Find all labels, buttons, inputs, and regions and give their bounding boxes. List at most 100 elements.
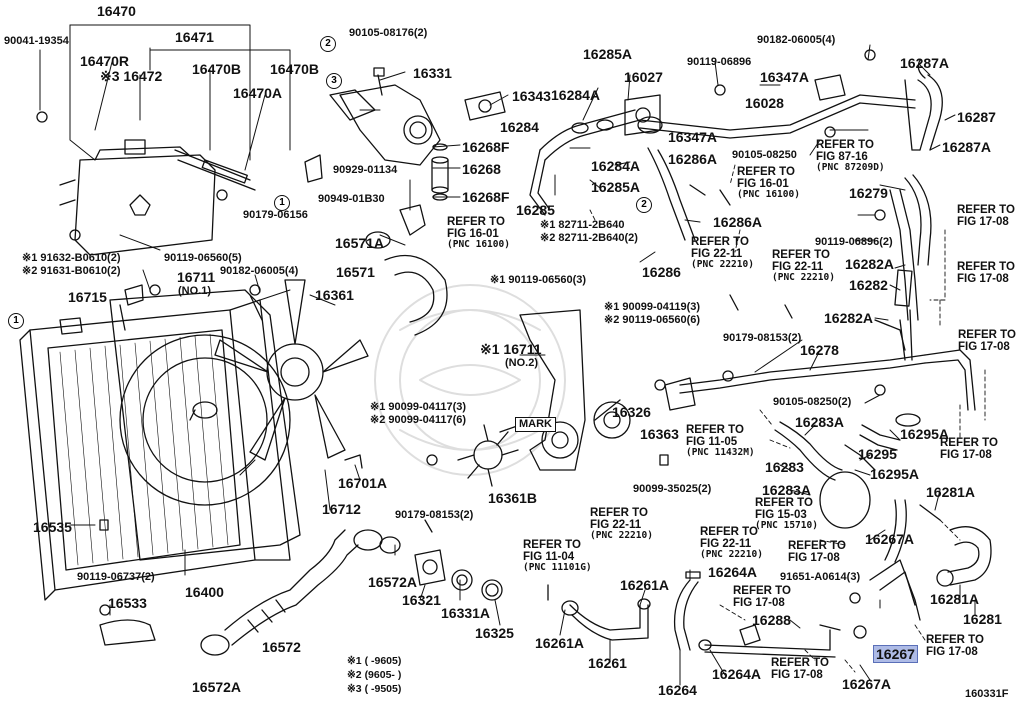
part-91631-b0610: ※2 91631-B0610(2): [22, 265, 121, 277]
part-90179-06156: 90179-06156: [243, 209, 308, 221]
ref-line1: REFER TO: [771, 657, 829, 669]
part-16284: 16284: [500, 119, 539, 135]
ref-line1: REFER TO: [940, 437, 998, 449]
part-16264A-a: 16264A: [708, 564, 758, 580]
hose-16572-drawing: [200, 529, 401, 656]
part-16287: 16287: [957, 109, 996, 125]
ref-line1: REFER TO: [957, 204, 1015, 216]
pipe-16028-drawing: [639, 74, 921, 151]
part-16281A-b: 16281A: [930, 591, 980, 607]
ref-pnc: (PNC 22210): [772, 272, 835, 283]
part-16027: 16027: [624, 69, 663, 85]
part-16287A-a: 16287A: [900, 55, 950, 71]
legend-key: ※2: [347, 669, 362, 681]
part-16261A-a: 16261A: [620, 577, 670, 593]
ref-line2: FIG 17-08: [940, 448, 992, 461]
ref-line1: REFER TO: [737, 166, 795, 178]
part-16295A-b: 16295A: [870, 466, 920, 482]
part-90119-06896-2: 90119-06896(2): [815, 236, 893, 248]
ref-fig-16-01-b: REFER TO FIG 16-01 (PNC 16100): [737, 166, 800, 200]
part-16285A-b: 16285A: [591, 179, 641, 195]
part-16343: 16343: [512, 88, 551, 104]
ref-line2: FIG 15-03: [755, 508, 807, 521]
part-16283: 16283: [765, 459, 804, 475]
water-inlet-16321-drawing: [414, 519, 503, 601]
ref-line1: REFER TO: [691, 236, 749, 248]
part-16711-no1-sub: (NO.1): [178, 285, 211, 297]
ref-line2: FIG 22-11: [772, 260, 824, 273]
legend-note-3: ※3 ( -9505): [347, 684, 401, 695]
part-16572: 16572: [262, 639, 301, 655]
part-16701A: 16701A: [338, 475, 388, 491]
ref-line1: REFER TO: [447, 216, 505, 228]
ref-line2: FIG 17-08: [957, 215, 1009, 228]
part-16331: 16331: [413, 65, 452, 81]
part-16284A-a: 16284A: [551, 87, 601, 103]
ref-pnc: (PNC 15710): [755, 520, 818, 531]
callout-circle-2-top: 2: [320, 36, 336, 52]
part-16325: 16325: [475, 625, 514, 641]
part-16533: 16533: [108, 595, 147, 611]
ref-line1: REFER TO: [733, 585, 791, 597]
ref-line2: FIG 22-11: [691, 247, 743, 260]
part-16264: 16264: [658, 682, 697, 698]
part-16285A-a: 16285A: [583, 46, 633, 62]
part-16283A-b: 16283A: [762, 482, 812, 498]
part-16281A-a: 16281A: [926, 484, 976, 500]
ref-line1: REFER TO: [788, 540, 846, 552]
part-16711-no2: ※1 16711: [480, 341, 542, 357]
part-16264A-b: 16264A: [712, 666, 762, 682]
part-16288: 16288: [752, 612, 791, 628]
ref-pnc: (PNC 11432M): [686, 447, 755, 458]
ref-pnc: (PNC 11101G): [523, 562, 592, 573]
hose-16571-drawing: [304, 154, 448, 336]
ref-line1: REFER TO: [958, 329, 1016, 341]
part-90182-06005-4b: 90182-06005(4): [220, 265, 299, 277]
hose-16287-drawing: [917, 59, 943, 151]
part-90119-06560-3: ※1 90119-06560(3): [490, 274, 587, 286]
ref-fig-17-08-h: REFER TO FIG 17-08: [926, 634, 984, 658]
legend-range: ( -9505): [364, 683, 402, 695]
ref-line2: FIG 22-11: [700, 537, 752, 550]
ref-line2: FIG 17-08: [788, 551, 840, 564]
ref-line1: REFER TO: [926, 634, 984, 646]
ref-fig-87-16: REFER TO FIG 87-16 (PNC 87209D): [816, 139, 885, 173]
ref-fig-11-04: REFER TO FIG 11-04 (PNC 11101G): [523, 539, 592, 573]
part-91632-b0610: ※1 91632-B0610(2): [22, 252, 121, 264]
ref-pnc: (PNC 87209D): [816, 162, 885, 173]
ref-fig-11-05: REFER TO FIG 11-05 (PNC 11432M): [686, 424, 755, 458]
ref-line2: FIG 17-08: [957, 272, 1009, 285]
part-16347A-b: 16347A: [760, 69, 810, 85]
part-16711-no1: 16711: [177, 269, 216, 285]
ref-pnc: (PNC 22210): [590, 530, 653, 541]
part-16287A-b: 16287A: [942, 139, 992, 155]
ref-line1: REFER TO: [816, 139, 874, 151]
part-16278: 16278: [800, 342, 839, 358]
legend-key: ※3: [347, 683, 362, 695]
legend-range: ( -9605): [364, 655, 402, 667]
part-90119-06560-5: 90119-06560(5): [164, 252, 242, 264]
part-16279: 16279: [849, 185, 888, 201]
part-16572A-a: 16572A: [368, 574, 418, 590]
part-16326: 16326: [612, 404, 651, 420]
ref-line1: REFER TO: [700, 526, 758, 538]
part-16472: ※3 16472: [100, 68, 163, 84]
dashed-reference-lines: [589, 164, 986, 673]
fan-drawing: [214, 279, 369, 461]
ref-fig-17-08-d: REFER TO FIG 17-08: [940, 437, 998, 461]
part-16470R: 16470R: [80, 53, 130, 69]
part-16282: 16282: [849, 277, 888, 293]
hose-16261-drawing: [547, 584, 651, 641]
ref-line2: FIG 11-05: [686, 435, 738, 448]
part-16470B-a: 16470B: [192, 61, 242, 77]
part-82711-2b640-2: ※2 82711-2B640(2): [540, 232, 638, 244]
part-16267-highlighted[interactable]: 16267: [873, 645, 918, 663]
part-16282A-a: 16282A: [845, 256, 895, 272]
part-90179-08153-2b: 90179-08153(2): [723, 332, 802, 344]
ref-line2: FIG 16-01: [447, 227, 499, 240]
part-16286A-b: 16286A: [713, 214, 763, 230]
part-16471: 16471: [175, 29, 214, 45]
part-16347A-a: 16347A: [668, 129, 718, 145]
ref-fig-17-08-a: REFER TO FIG 17-08: [957, 204, 1015, 228]
